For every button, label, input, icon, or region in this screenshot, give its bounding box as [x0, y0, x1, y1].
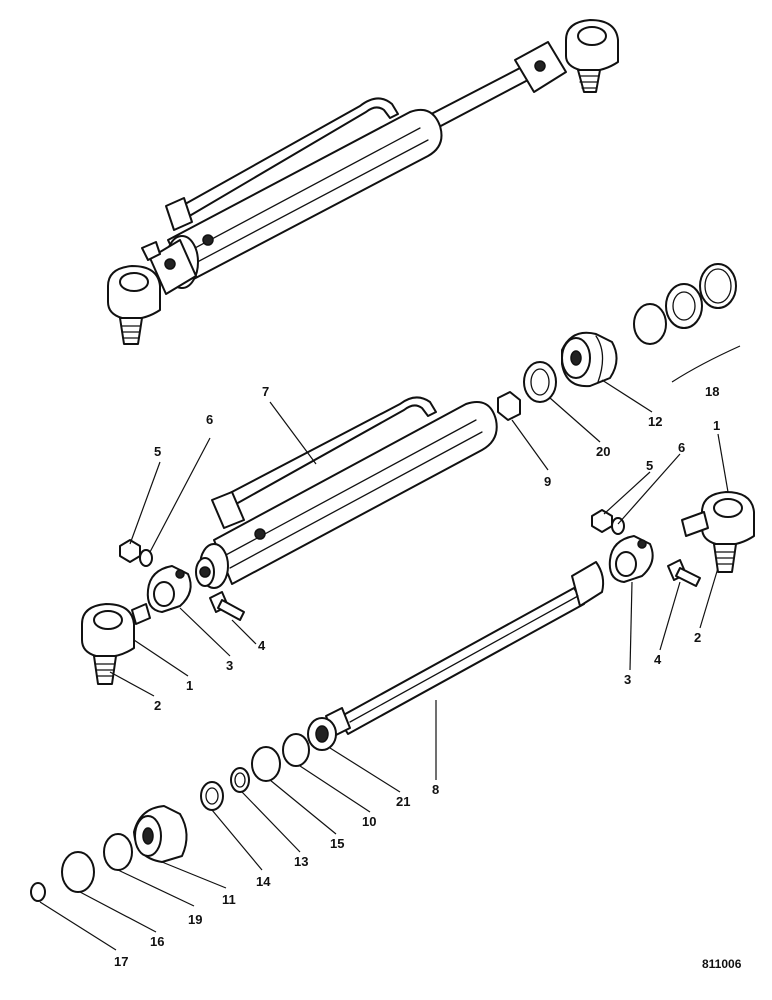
part-bush-14: [200, 781, 224, 811]
callout-5-right: 5: [646, 458, 653, 473]
part-spacer: [523, 361, 557, 403]
part-clamp-left: [146, 565, 192, 613]
callout-16: 16: [150, 934, 164, 949]
part-rod-seal-21: [307, 717, 337, 751]
part-ball-joint-right: [681, 491, 755, 573]
part-bolt-right: [667, 559, 701, 587]
part-washer-left: [139, 549, 153, 567]
assembled-steering-cylinder: [107, 19, 619, 345]
callout-2-left: 2: [154, 698, 161, 713]
part-ring-10: [282, 733, 310, 767]
part-seal-kit: [633, 263, 737, 345]
callout-11: 11: [222, 892, 236, 907]
part-washer-right: [611, 517, 625, 535]
part-ring-15: [251, 746, 281, 782]
drawing-reference-number: 811006: [702, 957, 742, 971]
callout-3-left: 3: [226, 658, 233, 673]
part-nut: [497, 391, 521, 421]
leader-lines: [39, 345, 741, 951]
part-nut-right: [591, 509, 613, 533]
callout-20: 20: [596, 444, 610, 459]
part-bolt-left: [209, 591, 245, 621]
callout-9: 9: [544, 474, 551, 489]
part-ring-19: [103, 833, 133, 871]
callout-1-left: 1: [186, 678, 193, 693]
callout-8: 8: [432, 782, 439, 797]
callout-numbers: 7 5 6 1 2 3 4 1 2 5 6 3 4 9 20 12 18 8 2…: [114, 384, 742, 971]
callout-13: 13: [294, 854, 308, 869]
part-piston-rod: [325, 561, 605, 737]
callout-17: 17: [114, 954, 128, 969]
callout-1-right: 1: [713, 418, 720, 433]
callout-14: 14: [256, 874, 271, 889]
callout-4-left: 4: [258, 638, 266, 653]
callout-12: 12: [648, 414, 662, 429]
callout-5-left: 5: [154, 444, 161, 459]
callout-19: 19: [188, 912, 202, 927]
part-ball-joint-left: [81, 603, 151, 685]
callout-6-right: 6: [678, 440, 685, 455]
callout-10: 10: [362, 814, 376, 829]
part-wiper-13: [230, 767, 250, 793]
part-gland: [133, 805, 188, 863]
callout-21: 21: [396, 794, 410, 809]
callout-6-left: 6: [206, 412, 213, 427]
callout-2-right: 2: [694, 630, 701, 645]
part-ring-17: [30, 882, 46, 902]
part-ring-16: [61, 851, 95, 893]
part-clamp-right: [608, 535, 654, 583]
callout-3-right: 3: [624, 672, 631, 687]
callout-15: 15: [330, 836, 344, 851]
callout-7: 7: [262, 384, 269, 399]
callout-18: 18: [705, 384, 719, 399]
part-barrel: [195, 396, 498, 589]
callout-4-right: 4: [654, 652, 662, 667]
part-piston: [561, 331, 618, 388]
